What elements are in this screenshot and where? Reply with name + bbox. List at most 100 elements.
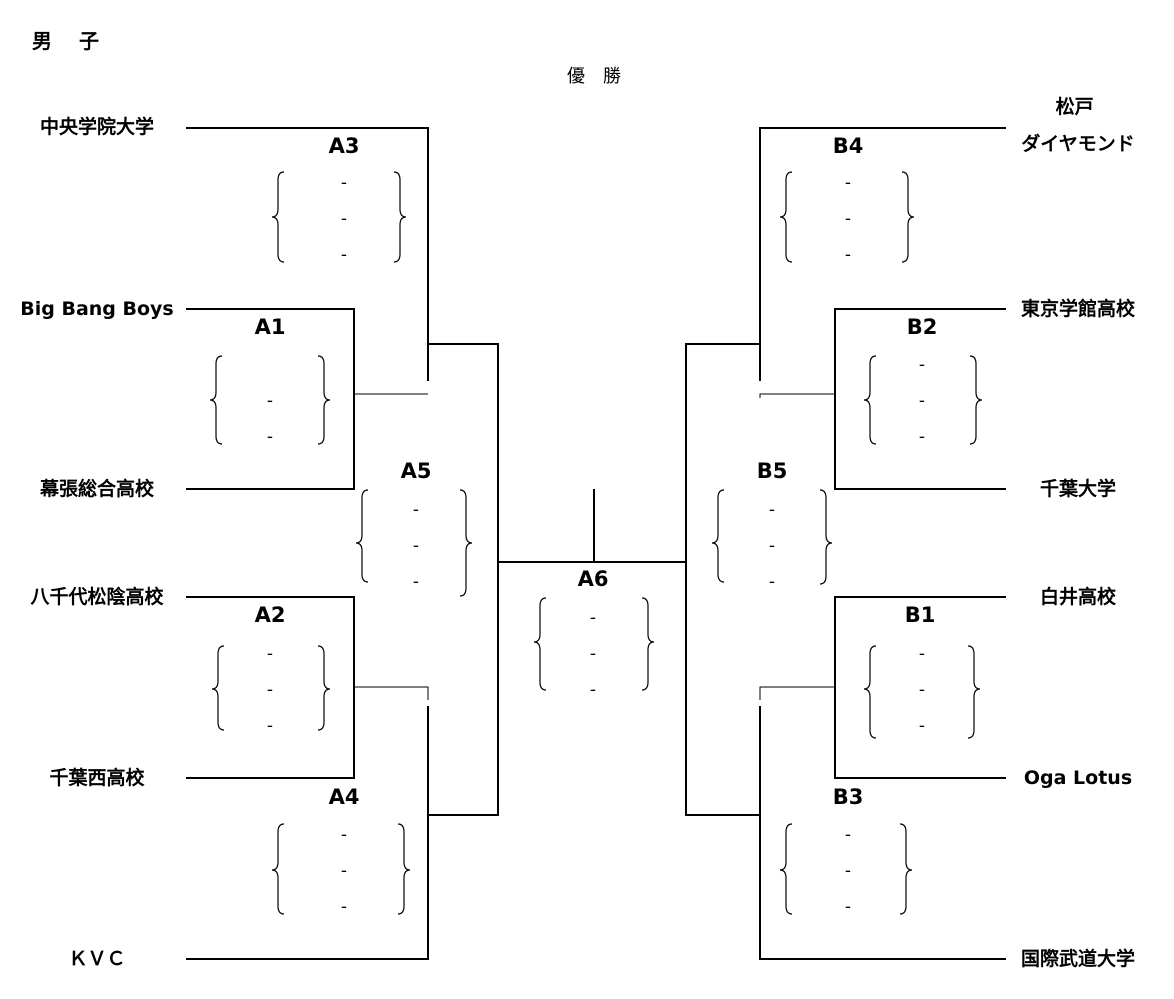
match-B1: B1 - - - xyxy=(863,603,981,739)
team-right-3: 千葉大学 xyxy=(1040,477,1116,500)
score-2: - xyxy=(845,861,851,881)
right-teams: 松戸 ダイヤモンド 東京学館高校 千葉大学 白井高校 Oga Lotus 国際武… xyxy=(1021,95,1136,970)
team-left-6: ＫＶＣ xyxy=(68,948,125,970)
brace-left xyxy=(779,823,793,915)
score-1: - xyxy=(341,173,347,193)
brace-left xyxy=(711,489,725,583)
brace-left xyxy=(863,355,877,445)
brace-right xyxy=(967,645,981,739)
match-B3: B3 - - - xyxy=(779,785,913,917)
score-3: - xyxy=(919,716,925,736)
brace-left xyxy=(271,171,285,263)
match-label: B5 xyxy=(757,459,788,483)
score-3: - xyxy=(845,245,851,265)
score-3: - xyxy=(769,572,775,592)
score-1: - xyxy=(845,173,851,193)
match-A2: A2 - - - xyxy=(211,603,331,736)
score-2: - xyxy=(769,536,775,556)
score-3: - xyxy=(919,427,925,447)
score-2: - xyxy=(590,644,596,664)
team-right-5: Oga Lotus xyxy=(1024,767,1132,789)
score-2: - xyxy=(341,861,347,881)
match-A3: A3 - - - xyxy=(271,134,407,265)
score-1: - xyxy=(845,825,851,845)
right-line-team2 xyxy=(834,308,1006,490)
brace-right xyxy=(393,171,407,263)
brace-right xyxy=(641,597,655,691)
score-2: - xyxy=(919,391,925,411)
left-line-team1 xyxy=(186,127,429,381)
score-2: - xyxy=(267,680,273,700)
match-label: B2 xyxy=(907,315,938,339)
score-3: - xyxy=(845,897,851,917)
brace-left xyxy=(779,171,793,263)
score-2: - xyxy=(413,536,419,556)
brace-right xyxy=(819,489,833,585)
score-3: - xyxy=(267,716,273,736)
right-line-b2-connector xyxy=(759,393,835,398)
score-1: - xyxy=(413,500,419,520)
brace-right xyxy=(901,171,915,263)
match-label: B4 xyxy=(833,134,864,158)
score-2: - xyxy=(845,209,851,229)
brace-right xyxy=(459,489,473,597)
division-label: 男 子 xyxy=(32,29,99,53)
right-line-b1-connector xyxy=(759,686,835,700)
score-1: - xyxy=(341,825,347,845)
brace-right xyxy=(397,823,411,915)
score-2: - xyxy=(341,209,347,229)
team-right-2: 東京学館高校 xyxy=(1021,297,1136,320)
team-right-6: 国際武道大学 xyxy=(1021,947,1135,970)
match-label: A2 xyxy=(255,603,286,627)
score-3: - xyxy=(267,427,273,447)
brace-left xyxy=(863,645,877,739)
left-line-a2-connector xyxy=(354,686,429,700)
final-title: 優 勝 xyxy=(567,66,621,87)
score-3: - xyxy=(341,897,347,917)
score-2: - xyxy=(919,680,925,700)
match-A6: A6 - - - xyxy=(533,567,655,700)
match-A1: A1 - - xyxy=(209,315,331,447)
team-right-1: 松戸 ダイヤモンド xyxy=(1021,95,1134,155)
match-label: A4 xyxy=(329,785,360,809)
brace-right xyxy=(317,645,331,731)
score-3: - xyxy=(341,245,347,265)
right-line-team6 xyxy=(759,706,1006,960)
match-B4: B4 - - - xyxy=(779,134,915,265)
brace-right xyxy=(317,355,331,445)
team-left-1: 中央学院大学 xyxy=(40,115,154,138)
team-right-1-line2: ダイヤモンド xyxy=(1021,132,1134,155)
brace-right xyxy=(899,823,913,915)
match-label: B3 xyxy=(833,785,864,809)
score-1: - xyxy=(919,644,925,664)
match-label: A3 xyxy=(329,134,360,158)
team-left-3: 幕張総合高校 xyxy=(39,477,155,500)
right-line-semi xyxy=(685,343,760,816)
team-left-5: 千葉西高校 xyxy=(49,766,145,789)
left-teams: 中央学院大学 Big Bang Boys 幕張総合高校 八千代松陰高校 千葉西高… xyxy=(20,115,173,970)
brace-left xyxy=(271,823,285,915)
brace-right xyxy=(969,355,983,445)
left-line-team6 xyxy=(186,706,429,960)
match-B2: B2 - - - xyxy=(863,315,983,447)
left-line-semi-top xyxy=(428,343,499,816)
score-3: - xyxy=(413,572,419,592)
match-A4: A4 - - - xyxy=(271,785,411,917)
brace-left xyxy=(533,597,547,691)
score-1: - xyxy=(919,355,925,375)
match-label: B1 xyxy=(905,603,936,627)
brace-left xyxy=(355,489,369,583)
match-label: A1 xyxy=(255,315,286,339)
team-left-2: Big Bang Boys xyxy=(20,298,173,320)
match-B5: B5 - - - xyxy=(711,459,833,592)
score-2: - xyxy=(267,391,273,411)
score-1: - xyxy=(769,500,775,520)
team-left-4: 八千代松陰高校 xyxy=(30,585,164,608)
match-label: A5 xyxy=(401,459,432,483)
brace-left xyxy=(211,645,225,731)
team-right-4: 白井高校 xyxy=(1040,585,1117,608)
score-1: - xyxy=(267,644,273,664)
brace-left xyxy=(209,355,223,445)
score-1: - xyxy=(590,608,596,628)
